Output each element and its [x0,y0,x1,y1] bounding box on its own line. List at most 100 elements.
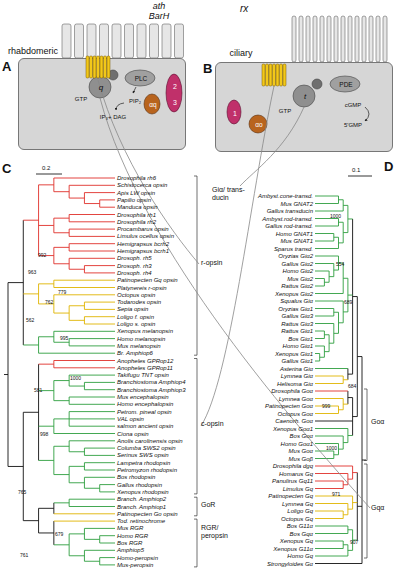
leaf-name: Lampetra rhodopsin [117,460,170,466]
tree-branch [315,293,343,294]
cell-label: q [99,84,103,92]
tree-branch [54,191,69,192]
leaf-name: Anolis carolinensis opsin [117,438,183,444]
tree-branch [54,521,115,522]
cell-label: IP₃+ DAG [100,114,126,120]
leaf-name: Drosophila rh6 [117,175,156,181]
leaf-name: Gallus Giα2 [282,261,313,267]
leaf-name: Octopus opsin [117,292,155,298]
tree-branch [54,433,115,434]
tree-branch [320,357,325,358]
leaf-name: Mus RGR [117,525,143,531]
membrane-fold [341,16,345,62]
tree-branch [315,436,343,437]
tree-branch [315,466,353,467]
leaf-name: Petrom. pineal opsin [117,409,172,415]
tree-branch [315,518,343,519]
tree-branch [54,280,115,281]
leaf-name: Ambyst.cone-transd. [258,193,313,199]
clade-label: Gqα [371,504,384,511]
bootstrap-value: 963 [28,270,36,275]
tree-branch [39,426,54,427]
leaf-name: Procambarus opsin [117,226,169,232]
tree-branch [84,302,115,303]
tree-branch [8,466,23,467]
bootstrap-value: 779 [58,290,66,295]
tree-branch [315,353,320,354]
tree-branch [315,548,343,549]
tree-branch [339,242,344,243]
bootstrap-value: 689 [344,300,352,305]
tree-branch [315,503,348,504]
leaf-name: Homo Goα1 [281,441,313,447]
clade-label: GoR [201,501,215,508]
cell-label: 5'GMP [344,122,362,128]
tree-branch [69,229,115,230]
cell-label: GTP [75,96,87,102]
tree-branch [315,241,334,242]
tree-branch [343,442,348,443]
leaf-name: Hemigrapsus bcrh1 [117,248,169,254]
tree-branch [339,322,344,323]
leaf-name: Mus melanopsin [117,343,161,349]
tree-branch [334,237,339,238]
leaf-name: Branch. Amphiop1 [117,504,166,510]
membrane-fold [112,24,121,58]
tree-branch [69,411,115,412]
tree-branch [100,535,115,536]
tree-branch [69,269,84,270]
leaf-name: Ambyst.rod-transd. [262,216,313,222]
tree-branch [54,367,115,368]
tree-branch [84,265,115,266]
clade-label: c-opsin [201,420,224,427]
leaf-name: Oryzias Giα1 [278,306,313,312]
leaf-name: Bos Goα [290,433,313,439]
leaf-name: Limulus Gq [283,486,313,492]
membrane-fold [175,24,184,58]
cell-body: ciliaryPDEGTPtcGMP5'GMPαo1 [215,62,393,152]
tree-branch [54,287,115,288]
leaf-name: Gallus rhodopsin [117,482,162,488]
leaf-name: Drosophila Goα [271,388,313,394]
leaf-name: Gallus transducin [267,208,313,214]
tree-branch [39,364,54,365]
bootstrap-value: 971 [332,492,340,497]
leaf-name: Apis LW opsin [117,190,155,196]
tree-branch [100,207,115,208]
leaf-name: Loligo s. opsin [117,321,155,327]
bootstrap-value: 562 [26,318,34,323]
leaf-name: Loligo f. opsin [117,314,154,320]
tree-branch [348,479,353,480]
tree-branch [54,232,69,233]
tree-branch [315,421,353,422]
tree-branch [39,508,54,509]
bootstrap-value: 999 [322,404,330,409]
tree-branch [39,353,115,354]
bootstrap-value: 1000 [330,214,341,219]
tree-branch [39,184,54,185]
tree-branch [69,251,115,252]
leaf-name: Lymnea Gq [282,501,313,507]
tree-branch [8,282,23,283]
tree-branch [69,482,84,483]
leaf-name: Branch. Amphiop2 [117,496,166,502]
tree-branch [348,295,353,296]
tree-branch [315,443,339,444]
tree-branch [315,428,348,429]
tree-branch [84,272,115,273]
leaf-name: Octopus Goα [278,411,313,417]
cell-body: rhabdomericPLCGTPqPIP₂IP₃+ DAGαq23 [18,58,186,150]
leaf-name: Patinopecten Goα [265,403,313,409]
bootstrap-value: 995 [60,336,68,341]
tree-branch [315,398,343,399]
cell-label: t [304,93,306,101]
scale-bar [36,174,62,175]
leaf-name: Bos RGR [117,540,142,546]
leaf-name: Drosoph. rh3 [117,263,152,269]
tree-branch [4,374,8,375]
tree-branch [315,271,329,272]
tree-branch [315,458,334,459]
membrane-fold [75,24,84,58]
leaf-name: Mus encephalopsin [117,394,169,400]
tree-branch [315,563,362,564]
